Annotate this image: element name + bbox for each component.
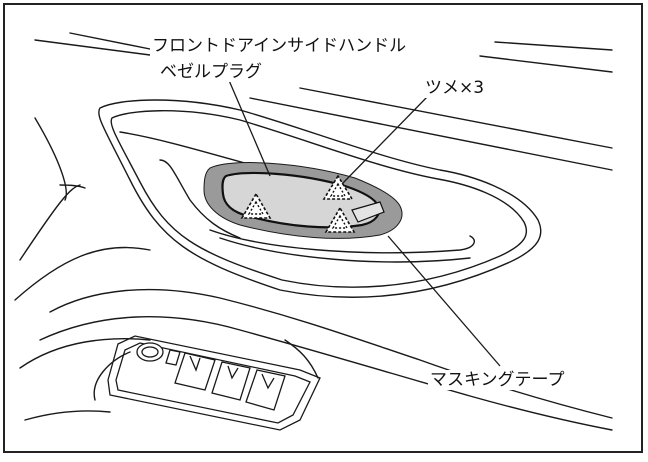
figure-border	[3, 3, 643, 453]
masking-tape-label: マスキングテープ	[428, 370, 567, 390]
leader-bezel-plug	[227, 77, 271, 177]
handle-pocket-outer	[98, 99, 542, 298]
armrest-line-6	[24, 410, 111, 421]
armrest-line-4	[93, 351, 131, 401]
armrest-line-3	[19, 338, 151, 369]
power-window-switch-icon	[107, 335, 321, 431]
handle-recess-line-2	[159, 159, 241, 239]
part-name-label-line2: ベゼルプラグ	[158, 62, 264, 82]
handle-recess-line-4	[219, 237, 471, 263]
part-name-label: フロントドアインサイドハンドル	[150, 36, 409, 56]
handle-pocket-inner	[110, 110, 528, 288]
claw-marker-icon	[324, 206, 356, 233]
claws-label: ツメ×3	[423, 78, 487, 98]
trim-line-mid-1	[299, 87, 613, 149]
bezel-plug-tab	[351, 201, 385, 223]
trim-line-top-1	[34, 39, 151, 56]
armrest-line-5	[284, 339, 319, 379]
trim-line-top-2	[69, 32, 156, 51]
claw-marker-icon	[240, 192, 272, 219]
door-left-curve-3	[14, 246, 151, 301]
trim-line-top-3	[494, 41, 613, 51]
handle-recess-line-3	[209, 229, 475, 254]
trim-line-top-4	[479, 55, 613, 73]
claw-marker-icon	[322, 174, 354, 200]
trim-line-mid-2	[249, 97, 613, 171]
leader-masking-tape	[387, 235, 501, 367]
door-left-curve-4	[59, 184, 86, 189]
leader-claw	[341, 95, 429, 185]
armrest-line-2	[39, 316, 613, 431]
